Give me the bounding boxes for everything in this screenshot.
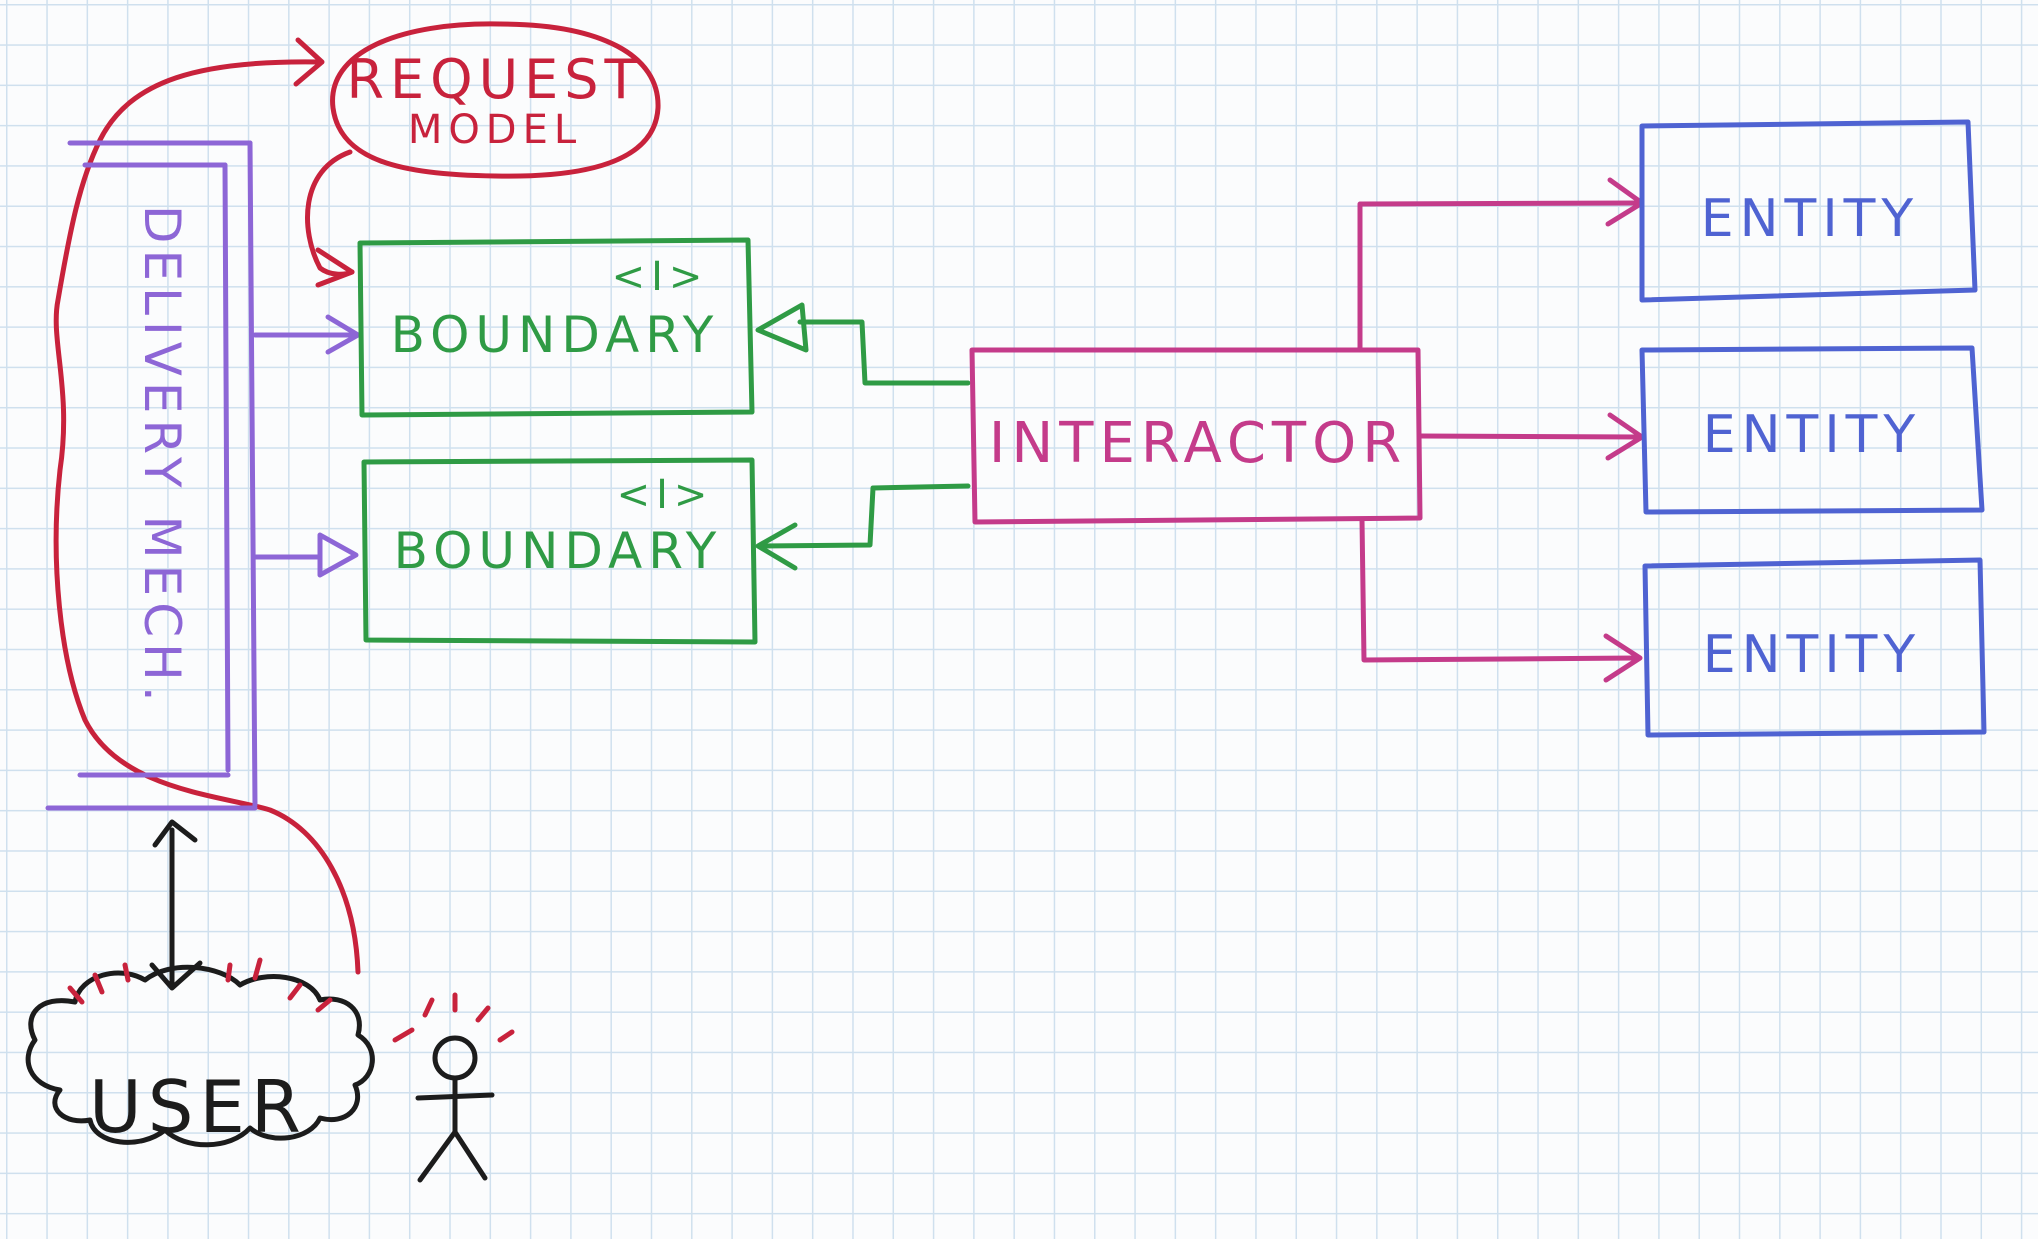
boundary-top-node: <I> BOUNDARY: [357, 237, 755, 418]
user-highlight-marks: [67, 957, 515, 1043]
interactor-label: INTERACTOR: [989, 411, 1407, 476]
interactor-to-entity-3-arrowhead-icon: [1603, 633, 1643, 683]
boundary-bottom-box: [361, 457, 758, 645]
request-model-line1: REQUEST: [346, 48, 643, 111]
entity-1-label: ENTITY: [1701, 189, 1919, 249]
entity-1-node: ENTITY: [1639, 119, 1978, 303]
implements-arrowhead-icon: [755, 302, 809, 353]
entity-2-label: ENTITY: [1703, 405, 1921, 465]
uses-arrowhead-icon: [755, 522, 798, 571]
entity-3-node: ENTITY: [1642, 557, 1987, 738]
request-model-line2: MODEL: [408, 107, 582, 153]
interactor-implements-boundary-top-line: [797, 319, 971, 386]
interactor-to-entity-3-line: [1359, 517, 1639, 663]
entity-2-box: [1639, 345, 1985, 515]
request-to-boundary-arrowhead-icon: [315, 247, 355, 288]
user-label: USER: [89, 1065, 307, 1149]
boundary-bottom-label: BOUNDARY: [394, 522, 723, 580]
delivery-to-boundary-bottom-arrowhead-icon: [317, 532, 359, 578]
user-cloud: [25, 964, 375, 1148]
request-model-node: REQUEST MODEL: [330, 21, 661, 179]
boundary-top-box: [357, 237, 755, 418]
interactor-box: [969, 347, 1423, 525]
boundary-top-label: BOUNDARY: [391, 306, 720, 364]
entity-2-node: ENTITY: [1639, 345, 1985, 515]
interactor-uses-boundary-bottom-line: [757, 483, 971, 549]
entity-3-label: ENTITY: [1703, 625, 1921, 685]
interactor-node: INTERACTOR: [969, 177, 1645, 683]
boundary-top-stereotype: <I>: [612, 254, 709, 300]
delivery-outer-right-edge: [247, 140, 258, 808]
delivery-to-boundary-top-arrowhead-icon: [325, 314, 361, 355]
boundary-bottom-stereotype: <I>: [617, 472, 714, 518]
boundary-bottom-node: <I> BOUNDARY: [361, 457, 758, 645]
request-arrowhead-icon: [293, 37, 325, 87]
user-stick-figure-icon: [415, 1035, 495, 1183]
entity-3-box: [1642, 557, 1987, 738]
delivery-mechanism-node: DELIVERY MECH.: [45, 140, 361, 811]
delivery-mechanism-label: DELIVERY MECH.: [133, 205, 191, 708]
entity-1-box: [1639, 119, 1978, 303]
delivery-inner-right-edge: [222, 162, 231, 773]
interactor-to-entity-2-line: [1417, 433, 1643, 440]
user-node: USER: [25, 819, 515, 1183]
user-delivery-up-arrowhead-icon: [152, 819, 198, 848]
request-model-oval: [330, 21, 661, 179]
request-flow-curve: [53, 59, 361, 975]
interactor-to-entity-1-line: [1357, 200, 1641, 353]
